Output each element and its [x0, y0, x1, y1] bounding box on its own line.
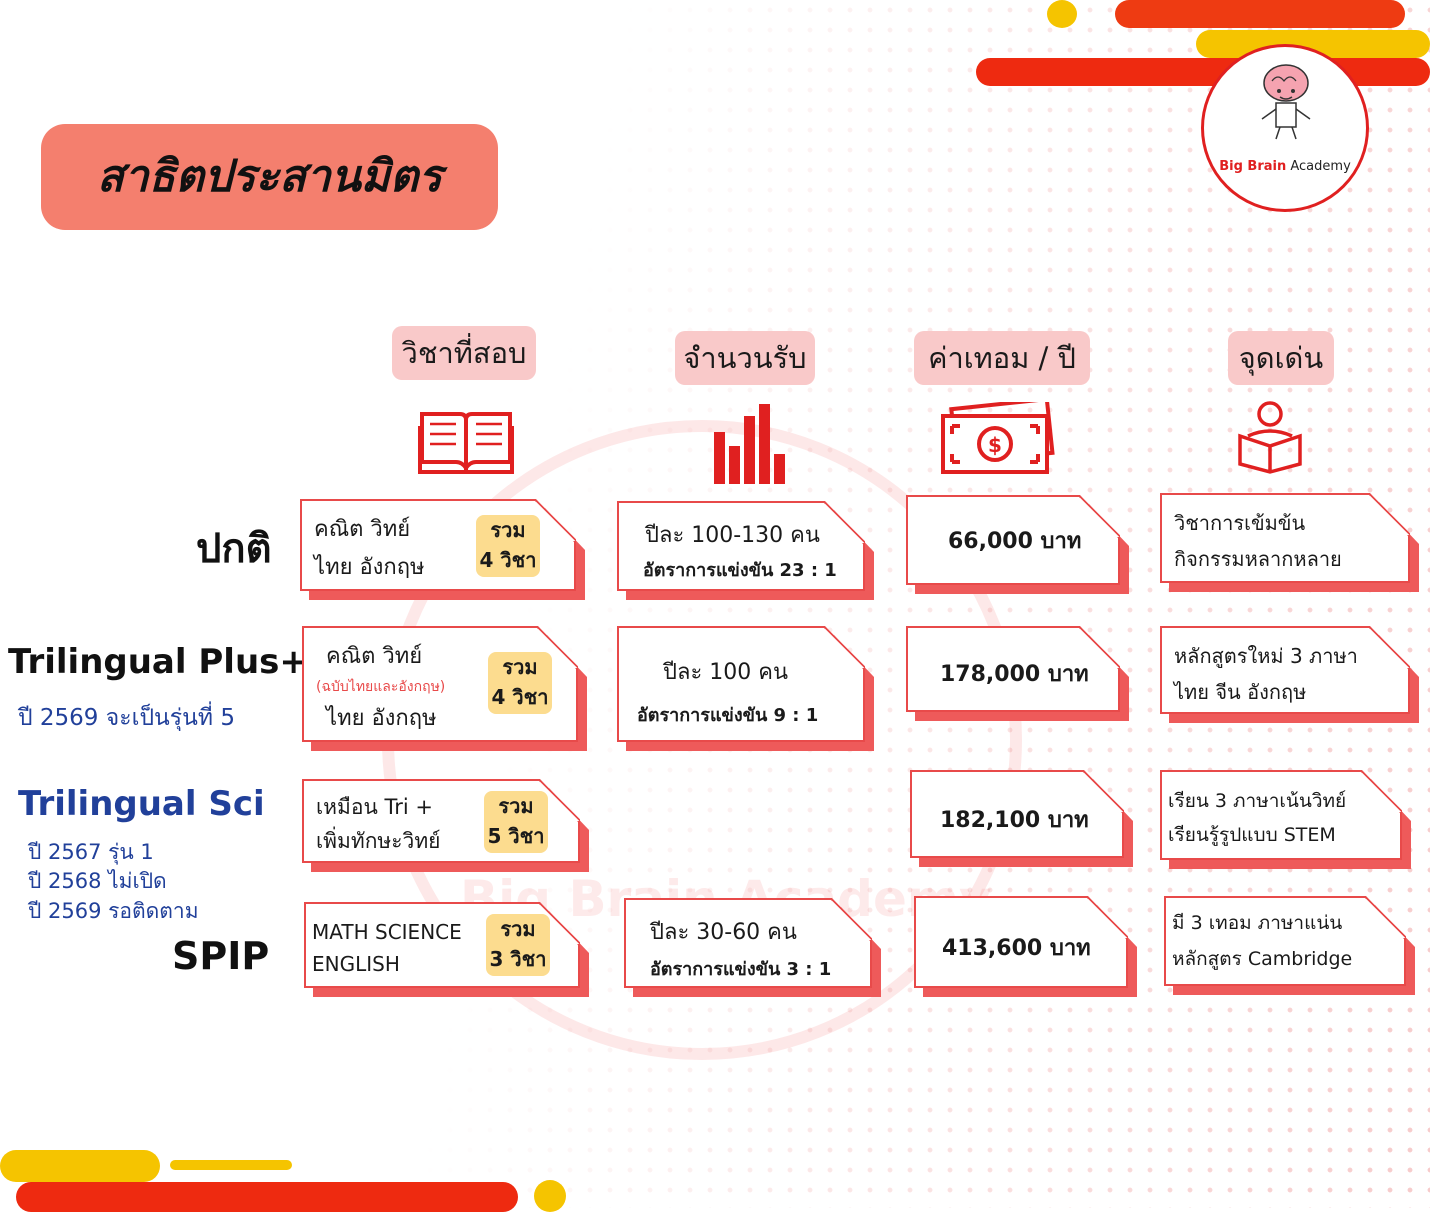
- tri-plus-subjects-note: (ฉบับไทยและอังกฤษ): [316, 679, 446, 695]
- page-title: สาธิตประสานมิตร: [96, 151, 443, 202]
- tri-sci-tuition-value: 182,100 บาท: [940, 808, 1089, 833]
- card-spip-subjects: MATH SCIENCE ENGLISH รวม 3 วิชา: [304, 902, 580, 988]
- tri-plus-competition-ratio: อัตราการแข่งขัน 9 : 1: [637, 705, 819, 726]
- tri-plus-subjects-line2: ไทย อังกฤษ: [326, 706, 437, 731]
- deco-bar-yellow-bottom: [0, 1150, 160, 1182]
- regular-seats-line1: ปีละ 100-130 คน: [645, 523, 820, 548]
- badge-total-label: รวม: [502, 655, 538, 679]
- deco-bar-red-bottom: [16, 1182, 518, 1212]
- card-tri-plus-tuition: 178,000 บาท: [906, 626, 1120, 712]
- svg-text:$: $: [988, 433, 1002, 457]
- title-banner: สาธิตประสานมิตร: [41, 124, 498, 230]
- spip-seats-line1: ปีละ 30-60 คน: [650, 920, 797, 945]
- badge-subject-count: 5 วิชา: [487, 824, 545, 848]
- regular-tuition-value: 66,000 บาท: [948, 529, 1082, 554]
- badge-subject-count: 3 วิชา: [489, 947, 547, 971]
- tri-plus-subjects-line1: คณิต วิทย์: [326, 644, 423, 669]
- card-tri-sci-subjects: เหมือน Tri + เพิ่มทักษะวิทย์ รวม 5 วิชา: [302, 779, 580, 863]
- regular-competition-ratio: อัตราการแข่งขัน 23 : 1: [643, 560, 837, 581]
- reading-person-icon: [1236, 400, 1304, 474]
- regular-highlight-line2: กิจกรรมหลากหลาย: [1174, 547, 1342, 571]
- logo-brand-a: Big Brain: [1219, 159, 1287, 174]
- header-tuition: ค่าเทอม / ปี: [914, 331, 1090, 385]
- tri-sci-total-badge: รวม 5 วิชา: [484, 791, 548, 853]
- spip-tuition-value: 413,600 บาท: [942, 936, 1091, 961]
- tri-plus-highlight-line2: ไทย จีน อังกฤษ: [1174, 680, 1307, 704]
- row-label-tri-sci: Trilingual Sci: [18, 784, 265, 824]
- spip-subjects-line1: MATH SCIENCE: [312, 920, 462, 944]
- tri-plus-highlight-line1: หลักสูตรใหม่ 3 ภาษา: [1174, 644, 1358, 668]
- spip-total-badge: รวม 3 วิชา: [486, 914, 550, 976]
- row-label-spip: SPIP: [172, 934, 270, 978]
- card-regular-subjects: คณิต วิทย์ ไทย อังกฤษ รวม 4 วิชา: [300, 499, 576, 591]
- card-spip-tuition: 413,600 บาท: [914, 896, 1128, 988]
- open-book-icon: [418, 406, 514, 474]
- card-regular-highlights: วิชาการเข้มข้น กิจกรรมหลากหลาย: [1160, 493, 1410, 583]
- card-regular-tuition: 66,000 บาท: [906, 495, 1120, 585]
- regular-subjects-line2: ไทย อังกฤษ: [314, 555, 425, 580]
- tri-sci-highlight-line2: เรียนรู้รูปแบบ STEM: [1168, 824, 1336, 846]
- row-label-tri-plus: Trilingual Plus+: [8, 642, 308, 682]
- deco-line-yellow-bottom: [170, 1160, 292, 1170]
- spip-highlight-line2: หลักสูตร Cambridge: [1172, 948, 1353, 970]
- card-tri-plus-seats: ปีละ 100 คน อัตราการแข่งขัน 9 : 1: [617, 626, 865, 742]
- card-regular-seats: ปีละ 100-130 คน อัตราการแข่งขัน 23 : 1: [617, 501, 865, 591]
- badge-total-label: รวม: [490, 518, 526, 542]
- deco-dot-yellow-bottom: [534, 1180, 566, 1212]
- regular-highlight-line1: วิชาการเข้มข้น: [1174, 511, 1306, 535]
- header-subjects: วิชาที่สอบ: [392, 326, 536, 380]
- tri-sci-year-3: ปี 2569 รอติดตาม: [28, 899, 199, 923]
- card-spip-seats: ปีละ 30-60 คน อัตราการแข่งขัน 3 : 1: [624, 898, 872, 988]
- logo-brand-b: Academy: [1290, 159, 1351, 174]
- card-tri-sci-highlights: เรียน 3 ภาษาเน้นวิทย์ เรียนรู้รูปแบบ STE…: [1160, 770, 1402, 860]
- deco-dot-yellow-top: [1047, 0, 1077, 28]
- regular-subjects-line1: คณิต วิทย์: [314, 517, 411, 542]
- tri-sci-year-2: ปี 2568 ไม่เปิด: [28, 869, 167, 893]
- money-bill-icon: $: [940, 402, 1056, 474]
- row-sublabel-tri-plus: ปี 2569 จะเป็นรุ่นที่ 5: [18, 705, 235, 731]
- card-tri-plus-highlights: หลักสูตรใหม่ 3 ภาษา ไทย จีน อังกฤษ: [1160, 626, 1410, 714]
- logo-text: Big Brain Academy: [1204, 159, 1366, 174]
- header-highlights: จุดเด่น: [1228, 331, 1334, 385]
- tri-sci-highlight-line1: เรียน 3 ภาษาเน้นวิทย์: [1168, 790, 1347, 812]
- badge-total-label: รวม: [498, 794, 534, 818]
- badge-total-label: รวม: [500, 917, 536, 941]
- badge-subject-count: 4 วิชา: [479, 548, 537, 572]
- header-seats: จำนวนรับ: [675, 331, 815, 385]
- row-label-regular: ปกติ: [196, 526, 272, 572]
- regular-total-badge: รวม 4 วิชา: [476, 515, 540, 577]
- spip-highlight-line1: มี 3 เทอม ภาษาแน่น: [1172, 912, 1343, 934]
- card-tri-plus-subjects: คณิต วิทย์ (ฉบับไทยและอังกฤษ) ไทย อังกฤษ…: [302, 626, 578, 742]
- tri-sci-year-1: ปี 2567 รุ่น 1: [28, 840, 154, 864]
- badge-subject-count: 4 วิชา: [491, 685, 549, 709]
- tri-plus-tuition-value: 178,000 บาท: [940, 662, 1089, 687]
- tri-sci-subjects-line1: เหมือน Tri +: [316, 795, 433, 819]
- deco-bar-red-mid: [976, 58, 1430, 86]
- deco-bar-red-top: [1115, 0, 1405, 28]
- spip-competition-ratio: อัตราการแข่งขัน 3 : 1: [650, 959, 832, 980]
- card-spip-highlights: มี 3 เทอม ภาษาแน่น หลักสูตร Cambridge: [1164, 896, 1406, 986]
- bar-chart-icon: [712, 404, 792, 484]
- logo-badge: Big Brain Academy: [1201, 44, 1369, 212]
- card-tri-sci-tuition: 182,100 บาท: [910, 770, 1124, 858]
- brain-mascot-icon: [1261, 64, 1311, 140]
- tri-plus-seats-line1: ปีละ 100 คน: [663, 660, 788, 685]
- tri-plus-total-badge: รวม 4 วิชา: [488, 652, 552, 714]
- spip-subjects-line2: ENGLISH: [312, 952, 400, 976]
- tri-sci-subjects-line2: เพิ่มทักษะวิทย์: [316, 829, 441, 853]
